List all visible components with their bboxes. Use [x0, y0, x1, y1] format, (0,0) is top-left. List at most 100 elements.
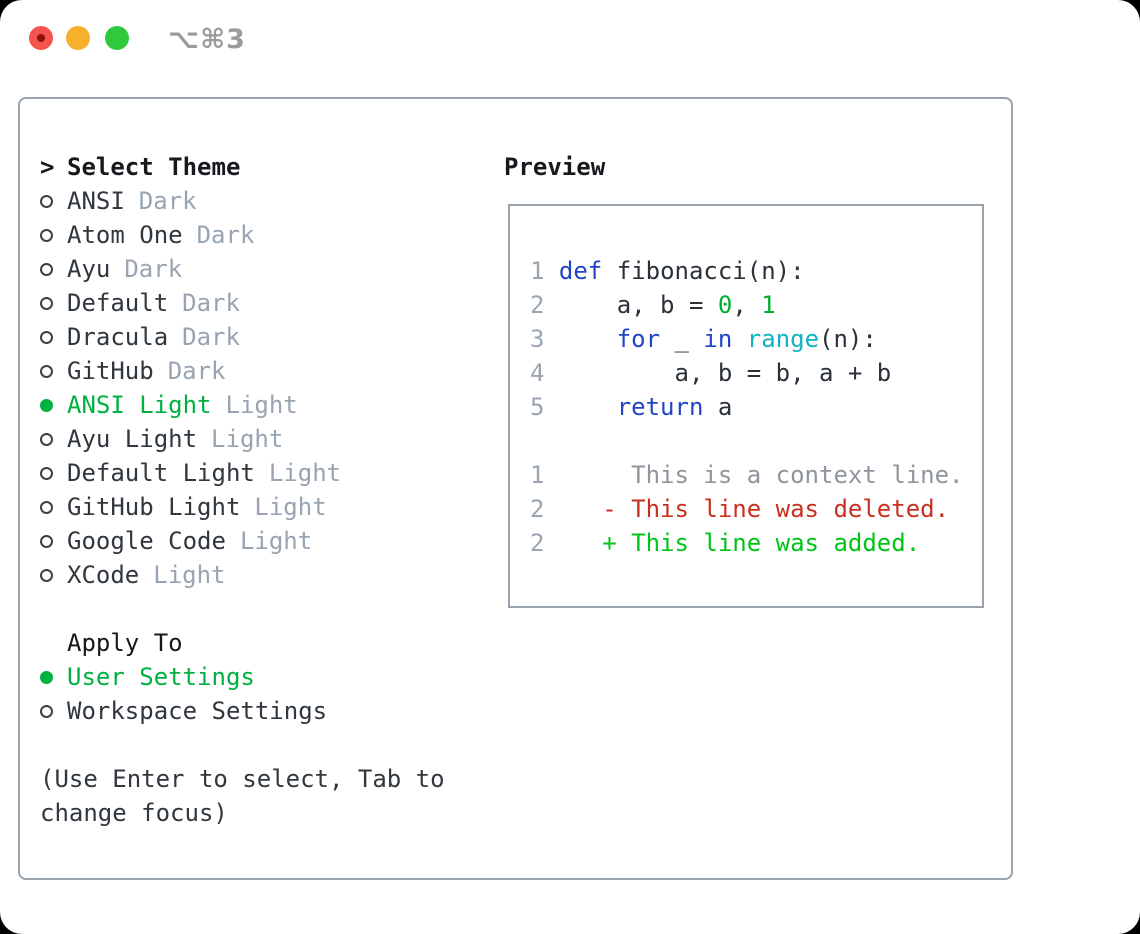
code-segment-plain: a [703, 393, 733, 421]
code-segment-num: 0 [717, 291, 733, 319]
radio-icon [40, 500, 53, 514]
code-segment-plain: a, b = [558, 291, 718, 319]
radio-slot [40, 432, 67, 446]
theme-variant: Dark [196, 221, 255, 249]
code-segment-plain: _ [660, 325, 704, 353]
radio-slot [40, 228, 67, 242]
theme-variant: Light [239, 527, 313, 555]
theme-variant: Dark [182, 323, 240, 351]
code-segment-plain: , [732, 291, 762, 319]
code-segment-plain: a, b = b, a + b [558, 359, 892, 387]
radio-slot [40, 262, 67, 276]
line-number: 4 [530, 359, 559, 387]
theme-name: ANSI [67, 187, 125, 215]
cursor-prompt-icon: > [40, 153, 55, 181]
radio-icon [40, 568, 53, 582]
code-segment-plain [732, 325, 746, 353]
apply-to-header: Apply To [67, 629, 183, 657]
radio-icon [40, 296, 53, 310]
theme-option-atom-one[interactable]: Atom One Dark [40, 218, 445, 252]
radio-icon [40, 432, 53, 446]
radio-slot [40, 364, 67, 378]
radio-slot [40, 194, 67, 208]
code-segment-builtin: range [746, 325, 820, 353]
radio-icon [40, 228, 53, 242]
preview-title: Preview [504, 153, 606, 181]
theme-name: GitHub Light [67, 493, 241, 521]
help-text-line-2: change focus) [40, 799, 228, 827]
radio-slot [40, 398, 67, 412]
code-line: 2 + This line was added. [530, 526, 982, 560]
theme-name: XCode [67, 561, 140, 589]
maximize-button[interactable] [105, 26, 129, 50]
theme-name: Atom One [67, 221, 183, 249]
radio-icon [40, 466, 53, 480]
theme-option-xcode[interactable]: XCode Light [40, 558, 445, 592]
apply-option-workspace-settings[interactable]: Workspace Settings [40, 694, 445, 728]
code-segment-kw: in [703, 325, 733, 353]
code-line: 1 This is a context line. [530, 458, 982, 492]
theme-option-ansi[interactable]: ANSI Dark [40, 184, 445, 218]
theme-variant: Dark [138, 187, 197, 215]
line-number: 5 [530, 393, 559, 421]
radio-icon [40, 364, 53, 378]
radio-selected-icon [40, 670, 53, 684]
preview-column: Preview 1 def fibonacci(n):2 a, b = 0, 1… [504, 150, 984, 608]
radio-slot [40, 500, 67, 514]
radio-icon [40, 704, 53, 718]
code-segment-context: This is a context line. [558, 461, 964, 489]
titlebar: ⌥⌘3 [0, 0, 1140, 76]
code-segment-deleted: - This line was deleted. [558, 495, 950, 523]
theme-name: Default Light [67, 459, 255, 487]
apply-option-label: Workspace Settings [67, 697, 328, 725]
minimize-button[interactable] [66, 26, 90, 50]
theme-variant: Light [268, 459, 342, 487]
select-theme-header: > Select Theme [40, 150, 445, 184]
code-line: 3 for _ in range(n): [530, 322, 982, 356]
code-line: 5 return a [530, 390, 982, 424]
code-segment-kw: def [558, 257, 603, 285]
line-number: 1 [530, 257, 559, 285]
radio-slot [40, 704, 67, 718]
apply-option-label: User Settings [67, 663, 255, 691]
theme-option-github-light[interactable]: GitHub Light Light [40, 490, 445, 524]
line-number: 2 [530, 291, 559, 319]
code-segment-plain: (n): [819, 325, 877, 353]
radio-slot [40, 670, 67, 684]
select-theme-title: Select Theme [67, 153, 241, 181]
code-segment-plain [559, 393, 617, 421]
radio-slot [40, 296, 67, 310]
hotkey-label: ⌥⌘3 [168, 24, 246, 55]
code-segment-plain [559, 325, 617, 353]
theme-option-default-light[interactable]: Default Light Light [40, 456, 445, 490]
code-line: 1 def fibonacci(n): [530, 254, 982, 288]
theme-name: Ayu [67, 255, 111, 283]
theme-name: ANSI Light [67, 391, 212, 419]
code-segment-plain: fibonacci(n): [602, 257, 805, 285]
apply-option-user-settings[interactable]: User Settings [40, 660, 445, 694]
radio-slot [40, 534, 67, 548]
help-text: (Use Enter to select, Tab to change focu… [40, 762, 445, 830]
radio-slot [40, 466, 67, 480]
theme-variant: Light [153, 561, 226, 589]
code-segment-num: 1 [761, 291, 776, 319]
close-button[interactable] [29, 26, 53, 50]
radio-icon [40, 330, 53, 344]
code-line: 2 a, b = 0, 1 [530, 288, 982, 322]
theme-variant: Light [254, 493, 327, 521]
code-segment-kw: return [616, 393, 704, 421]
theme-name: Ayu Light [67, 425, 198, 453]
line-number: 2 [530, 529, 559, 557]
